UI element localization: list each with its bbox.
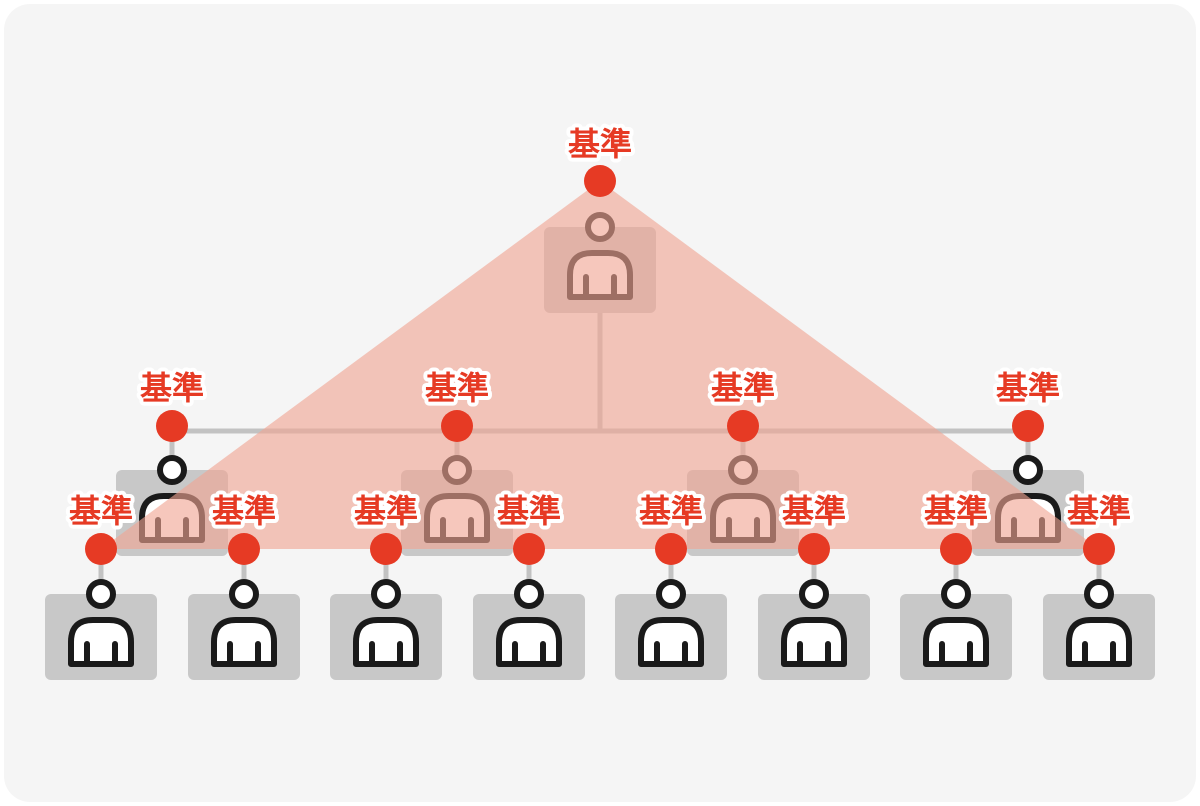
person-body <box>68 617 134 667</box>
person-head <box>86 579 116 609</box>
leaf-2-dot <box>228 533 260 565</box>
person-head <box>157 455 187 485</box>
person-body <box>211 617 277 667</box>
mid-1-dot <box>156 410 188 442</box>
leaf-8-label: 基準 <box>1067 492 1131 530</box>
leaf-4-node <box>473 579 585 680</box>
person-head <box>1084 579 1114 609</box>
leaf-7-node <box>900 579 1012 680</box>
leaf-7-dot <box>940 533 972 565</box>
leaf-1-node <box>45 579 157 680</box>
mid-2-dot <box>441 410 473 442</box>
person-head <box>514 579 544 609</box>
mid-4-label: 基準 <box>996 369 1060 407</box>
leaf-6-label: 基準 <box>782 492 846 530</box>
leaf-2-node <box>188 579 300 680</box>
leaf-8-dot <box>1083 533 1115 565</box>
person-body <box>923 617 989 667</box>
person-icon <box>211 579 277 667</box>
leaf-3-label: 基準 <box>354 492 418 530</box>
leaf-5-label: 基準 <box>639 492 703 530</box>
person-body <box>781 617 847 667</box>
root-label: 基準 <box>568 125 632 163</box>
person-head <box>941 579 971 609</box>
leaf-7-label: 基準 <box>924 492 988 530</box>
leaf-2-label: 基準 <box>212 492 276 530</box>
person-head <box>799 579 829 609</box>
person-icon <box>68 579 134 667</box>
person-head <box>371 579 401 609</box>
person-icon <box>638 579 704 667</box>
leaf-1-label: 基準 <box>69 492 133 530</box>
person-icon <box>1066 579 1132 667</box>
leaf-3-dot <box>370 533 402 565</box>
person-body <box>1066 617 1132 667</box>
leaf-3-node <box>330 579 442 680</box>
mid-3-label: 基準 <box>711 369 775 407</box>
leaf-4-label: 基準 <box>497 492 561 530</box>
root-dot <box>584 165 616 197</box>
person-body <box>353 617 419 667</box>
person-icon <box>923 579 989 667</box>
leaf-5-dot <box>655 533 687 565</box>
leaf-1-dot <box>85 533 117 565</box>
person-body <box>496 617 562 667</box>
person-head <box>229 579 259 609</box>
leaf-4-dot <box>513 533 545 565</box>
leaf-5-node <box>615 579 727 680</box>
leaf-6-dot <box>798 533 830 565</box>
mid-1-label: 基準 <box>140 369 204 407</box>
person-icon <box>353 579 419 667</box>
person-icon <box>781 579 847 667</box>
criteria-triangle <box>101 181 1099 549</box>
person-body <box>638 617 704 667</box>
leaf-6-node <box>758 579 870 680</box>
mid-4-dot <box>1012 410 1044 442</box>
person-head <box>1013 455 1043 485</box>
mid-2-label: 基準 <box>425 369 489 407</box>
person-head <box>656 579 686 609</box>
person-icon <box>496 579 562 667</box>
leaf-8-node <box>1043 579 1155 680</box>
mid-3-dot <box>727 410 759 442</box>
